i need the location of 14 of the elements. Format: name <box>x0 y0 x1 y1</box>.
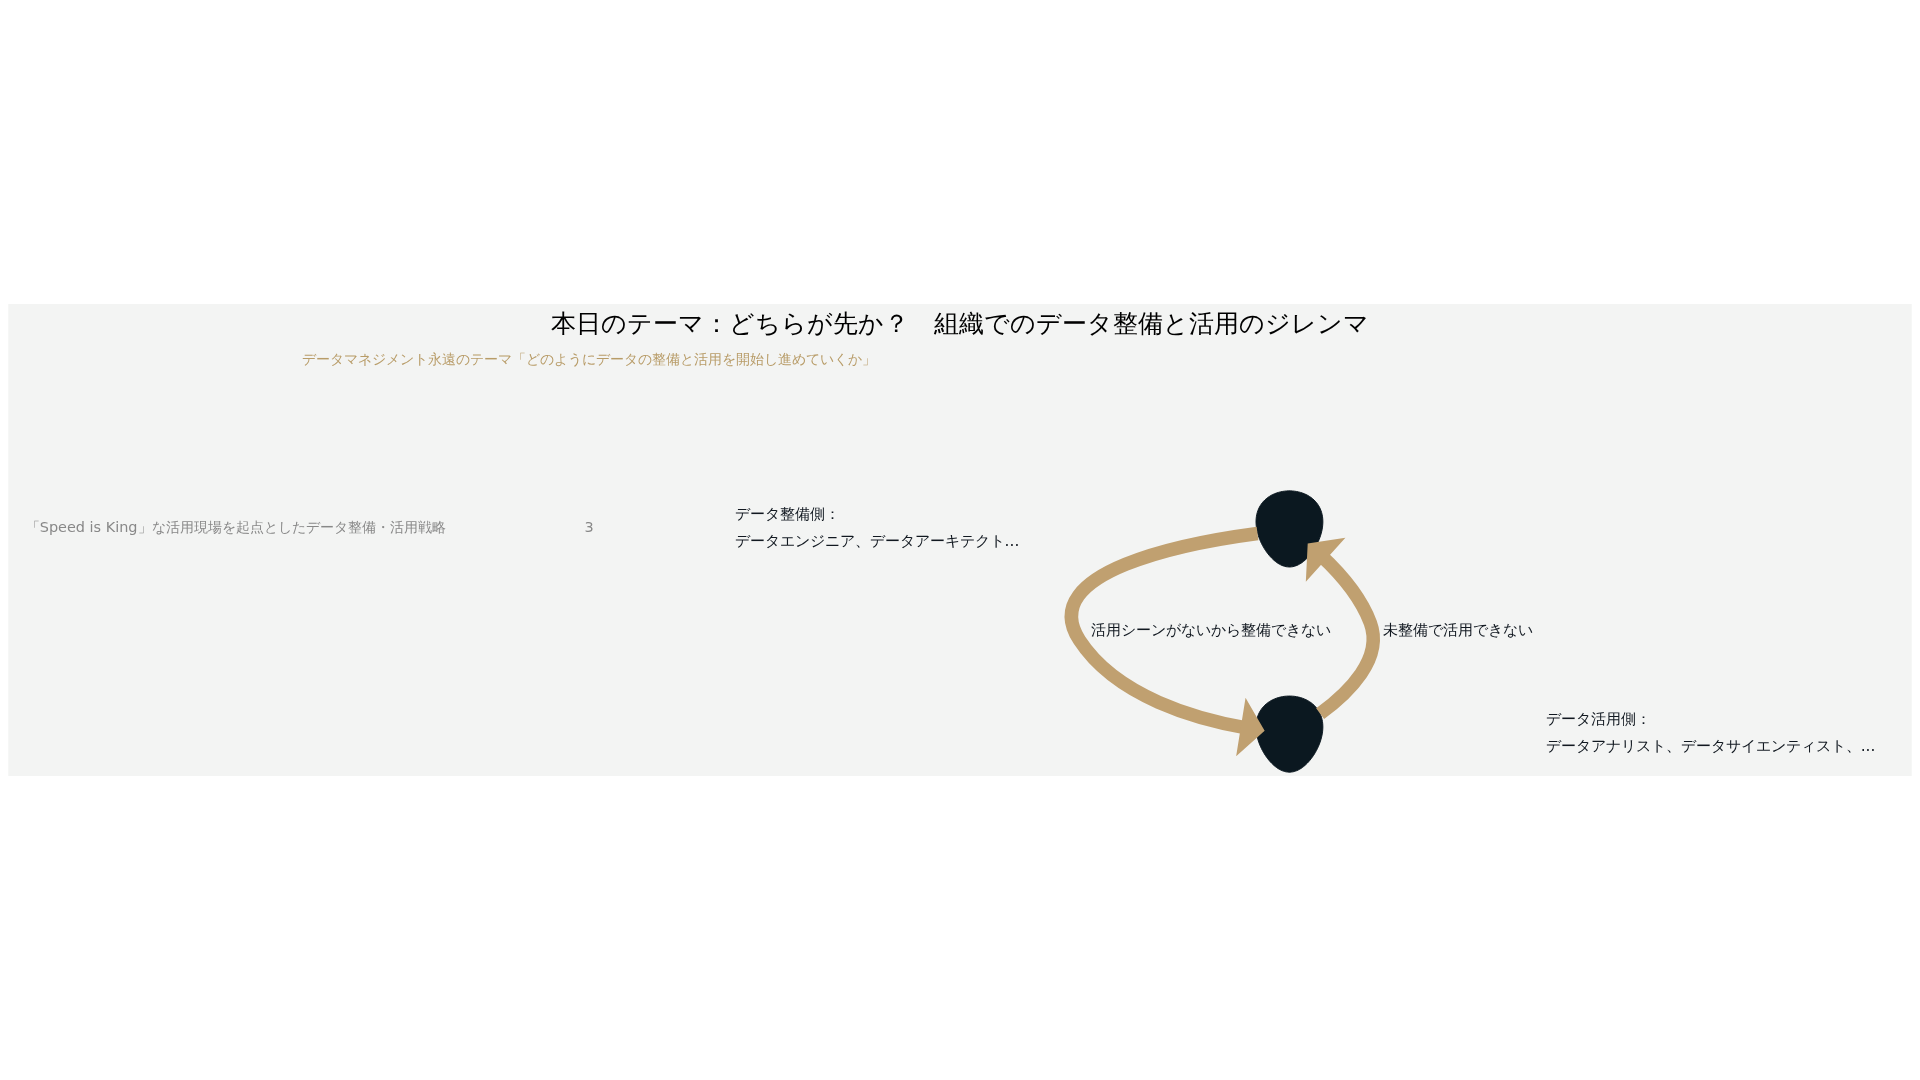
label: 「Speed is King」な活用現場を起点としたデータ整備・活用戦略 <box>25 519 446 536</box>
node-label: データアナリスト、データサイエンティスト、... <box>1545 737 1876 756</box>
node-label: データエンジニア、データアーキテクト... <box>734 532 1020 551</box>
diagram-title: 本日のテーマ：どちらが先か？ 組織でのデータ整備と活用のジレンマ <box>551 308 1369 338</box>
node-label: データ整備側： <box>734 505 840 524</box>
node-person <box>1255 490 1324 568</box>
label: データマネジメント永遠のテーマ「どのようにデータの整備と活用を開始し進めていくか」 <box>302 351 877 368</box>
label: 3 <box>584 519 594 536</box>
node-person <box>1255 695 1324 773</box>
edge-label: 活用シーンがないから整備できない <box>1091 621 1332 640</box>
edge-label: 未整備で活用できない <box>1383 621 1534 640</box>
arrow <box>1065 526 1265 757</box>
node-label: データ活用側： <box>1545 710 1651 729</box>
arrow <box>1305 537 1380 719</box>
